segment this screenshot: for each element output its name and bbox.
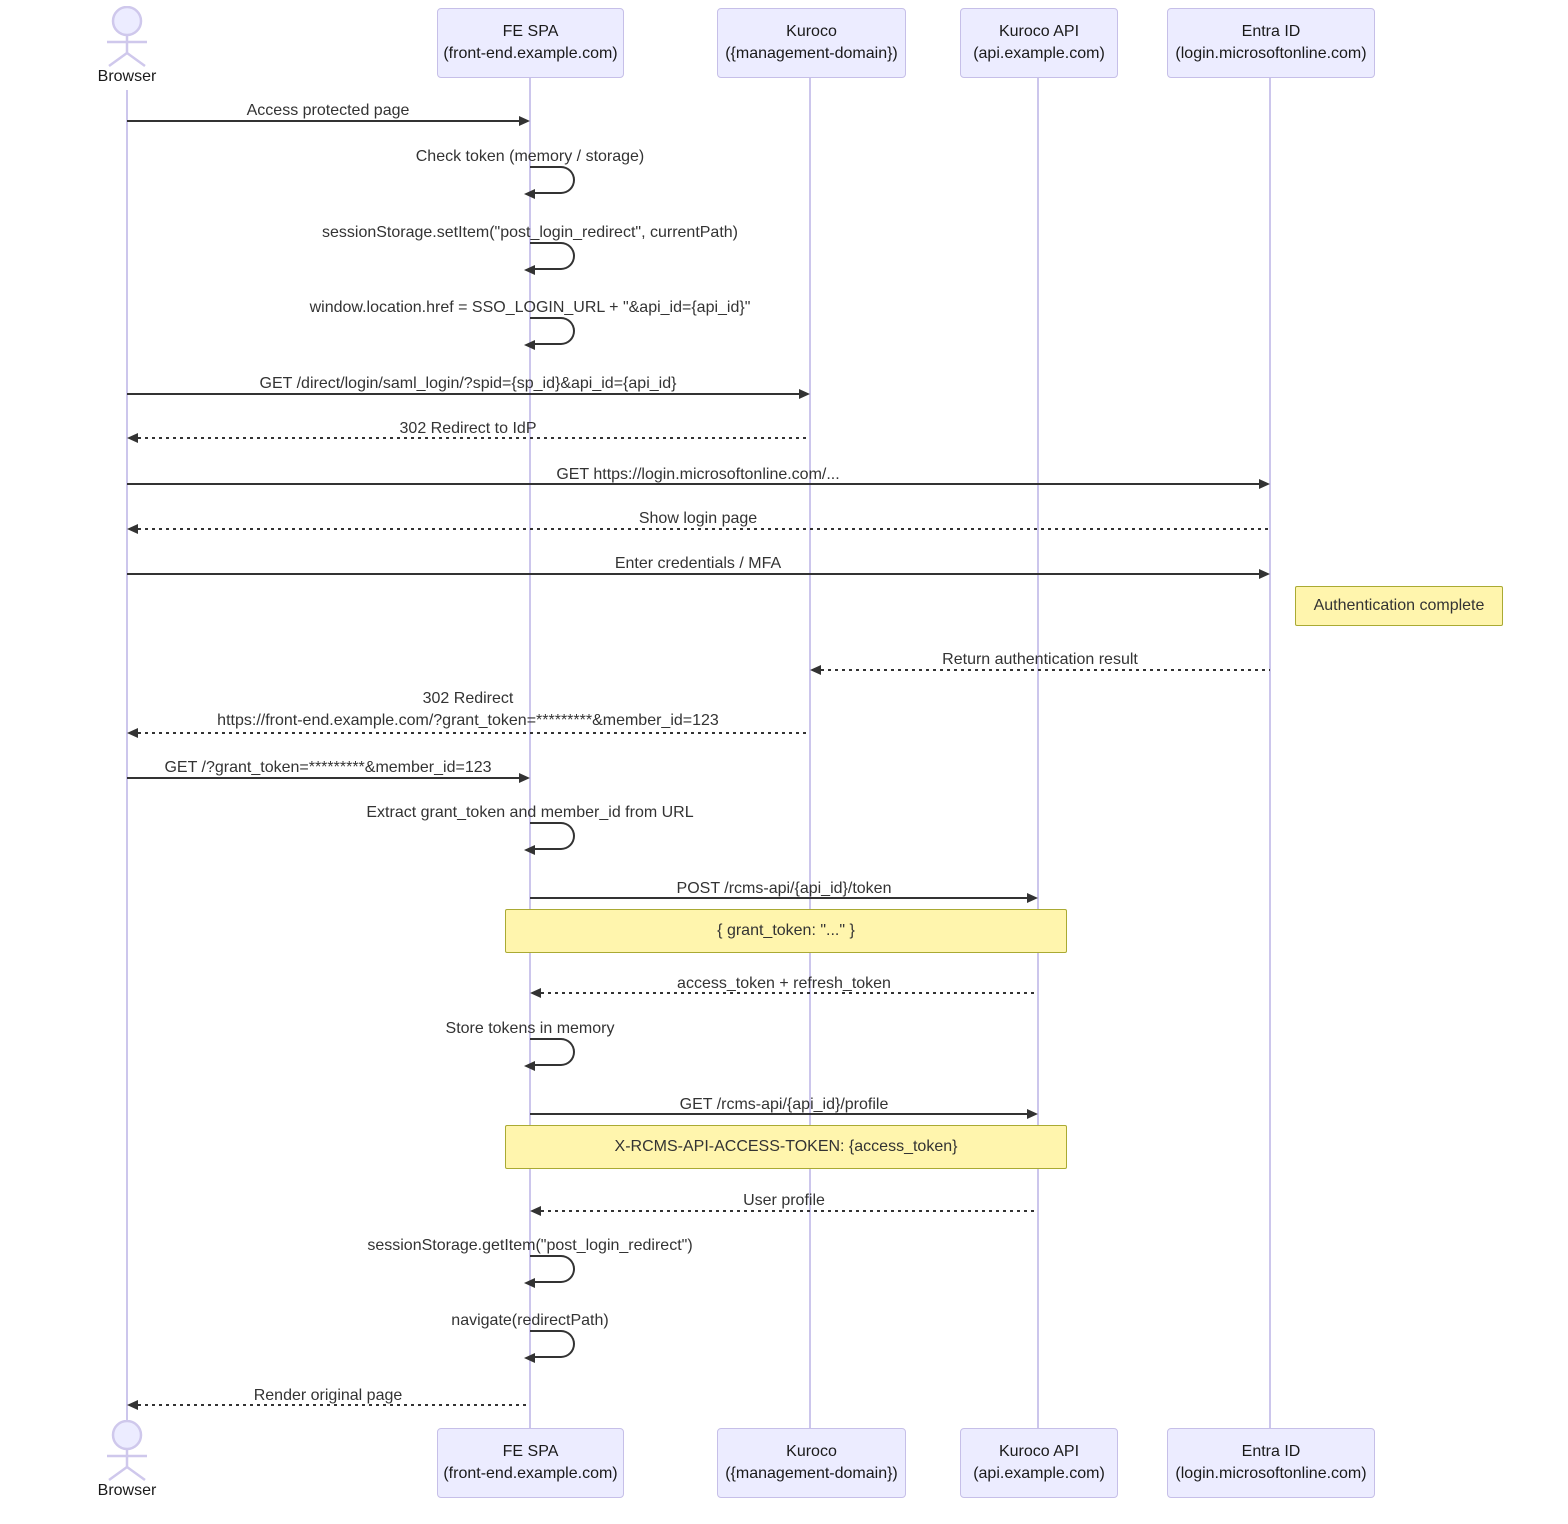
message-15-self-loop bbox=[530, 1038, 575, 1066]
message-4-arrowhead bbox=[799, 389, 810, 399]
message-4-line bbox=[127, 393, 799, 395]
message-7-line bbox=[138, 528, 1270, 530]
message-4-label: GET /direct/login/saml_login/?spid={sp_i… bbox=[259, 375, 677, 392]
message-17-line bbox=[541, 1210, 1038, 1212]
participant-domain: (front-end.example.com) bbox=[443, 1465, 618, 1482]
participant-fe-spa: FE SPA (front-end.example.com) bbox=[437, 8, 624, 78]
message-7-arrowhead bbox=[127, 524, 138, 534]
message-19-self-loop bbox=[530, 1330, 575, 1358]
message-9-line bbox=[821, 669, 1270, 671]
lifeline-fe-spa bbox=[529, 76, 531, 1428]
lifeline-kuroco-api bbox=[1037, 76, 1039, 1428]
message-1-self-loop bbox=[530, 166, 575, 194]
message-2-arrowhead bbox=[524, 265, 535, 275]
participant-name: Kuroco API bbox=[998, 23, 1080, 40]
message-3-label: window.location.href = SSO_LOGIN_URL + "… bbox=[309, 299, 751, 316]
message-6-label: GET https://login.microsoftonline.com/..… bbox=[556, 466, 840, 483]
message-12-arrowhead bbox=[524, 845, 535, 855]
message-5-line bbox=[138, 437, 810, 439]
message-11-label: GET /?grant_token=*********&member_id=12… bbox=[164, 759, 492, 776]
message-16-arrowhead bbox=[1027, 1109, 1038, 1119]
lifeline-kuroco bbox=[809, 76, 811, 1428]
participant-name: Kuroco API bbox=[998, 1443, 1080, 1460]
participant-entra-id: Entra ID (login.microsoftonline.com) bbox=[1167, 1428, 1375, 1498]
message-3-self-loop bbox=[530, 317, 575, 345]
participant-kuroco: Kuroco ({management-domain}) bbox=[717, 8, 906, 78]
participant-domain: (login.microsoftonline.com) bbox=[1175, 45, 1367, 62]
message-0-label: Access protected page bbox=[246, 102, 410, 119]
message-6-arrowhead bbox=[1259, 479, 1270, 489]
participant-entra-id: Entra ID (login.microsoftonline.com) bbox=[1167, 8, 1375, 78]
message-0-arrowhead bbox=[519, 116, 530, 126]
actor-browser-label: Browser bbox=[97, 68, 157, 85]
message-5-label: 302 Redirect to IdP bbox=[399, 420, 537, 437]
message-8-label: Enter credentials / MFA bbox=[614, 555, 782, 572]
message-19-label: navigate(redirectPath) bbox=[451, 1312, 609, 1329]
actor-browser-label: Browser bbox=[97, 1482, 157, 1499]
message-17-label: User profile bbox=[743, 1192, 825, 1209]
message-13-arrowhead bbox=[1027, 893, 1038, 903]
participant-kuroco: Kuroco ({management-domain}) bbox=[717, 1428, 906, 1498]
lifeline-browser bbox=[126, 90, 128, 1422]
participant-name: Kuroco bbox=[786, 1443, 837, 1460]
message-15-arrowhead bbox=[524, 1061, 535, 1071]
message-7-label: Show login page bbox=[638, 510, 758, 527]
message-6-line bbox=[127, 483, 1259, 485]
participant-domain: ({management-domain}) bbox=[725, 45, 898, 62]
message-18-arrowhead bbox=[524, 1278, 535, 1288]
message-18-self-loop bbox=[530, 1255, 575, 1283]
participant-kuroco-api: Kuroco API (api.example.com) bbox=[960, 8, 1118, 78]
participant-name: FE SPA bbox=[502, 23, 559, 40]
participant-name: Kuroco bbox=[786, 23, 837, 40]
participant-name: Entra ID bbox=[1241, 23, 1301, 40]
message-13-label: POST /rcms-api/{api_id}/token bbox=[676, 880, 892, 897]
message-13-line bbox=[530, 897, 1027, 899]
participant-domain: (api.example.com) bbox=[973, 1465, 1105, 1482]
participant-name: Entra ID bbox=[1241, 1443, 1301, 1460]
participant-domain: (front-end.example.com) bbox=[443, 45, 618, 62]
message-20-label: Render original page bbox=[253, 1387, 403, 1404]
message-16-label: GET /rcms-api/{api_id}/profile bbox=[679, 1096, 889, 1113]
message-11-line bbox=[127, 777, 519, 779]
participant-name: FE SPA bbox=[502, 1443, 559, 1460]
message-2-self-loop bbox=[530, 242, 575, 270]
participant-domain: ({management-domain}) bbox=[725, 1465, 898, 1482]
message-1-arrowhead bbox=[524, 189, 535, 199]
message-14-arrowhead bbox=[530, 988, 541, 998]
participant-domain: (login.microsoftonline.com) bbox=[1175, 1465, 1367, 1482]
message-9-label: Return authentication result bbox=[942, 651, 1138, 668]
participant-domain: (api.example.com) bbox=[973, 45, 1105, 62]
actor-browser-icon bbox=[107, 6, 147, 68]
message-0-line bbox=[127, 120, 519, 122]
message-1-label: Check token (memory / storage) bbox=[415, 148, 645, 165]
message-18-label: sessionStorage.getItem("post_login_redir… bbox=[367, 1237, 693, 1254]
message-5-arrowhead bbox=[127, 433, 138, 443]
note-authentication-complete: Authentication complete bbox=[1295, 586, 1503, 626]
message-10-line bbox=[138, 732, 810, 734]
message-9-arrowhead bbox=[810, 665, 821, 675]
note-grant-token: { grant_token: "..." } bbox=[505, 909, 1067, 953]
lifeline-entra-id bbox=[1269, 76, 1271, 1428]
message-20-line bbox=[138, 1404, 530, 1406]
message-10-label: 302 Redirect https://front-end.example.c… bbox=[217, 690, 719, 729]
message-8-arrowhead bbox=[1259, 569, 1270, 579]
actor-browser-icon bbox=[107, 1420, 147, 1482]
participant-fe-spa: FE SPA (front-end.example.com) bbox=[437, 1428, 624, 1498]
note-access-token-header: X-RCMS-API-ACCESS-TOKEN: {access_token} bbox=[505, 1125, 1067, 1169]
message-19-arrowhead bbox=[524, 1353, 535, 1363]
message-3-arrowhead bbox=[524, 340, 535, 350]
message-12-label: Extract grant_token and member_id from U… bbox=[366, 804, 694, 821]
message-20-arrowhead bbox=[127, 1400, 138, 1410]
message-14-label: access_token + refresh_token bbox=[677, 975, 891, 992]
message-14-line bbox=[541, 992, 1038, 994]
message-2-label: sessionStorage.setItem("post_login_redir… bbox=[321, 224, 739, 241]
message-15-label: Store tokens in memory bbox=[445, 1020, 615, 1037]
message-17-arrowhead bbox=[530, 1206, 541, 1216]
message-8-line bbox=[127, 573, 1259, 575]
message-11-arrowhead bbox=[519, 773, 530, 783]
message-12-self-loop bbox=[530, 822, 575, 850]
message-16-line bbox=[530, 1113, 1027, 1115]
message-10-arrowhead bbox=[127, 728, 138, 738]
participant-kuroco-api: Kuroco API (api.example.com) bbox=[960, 1428, 1118, 1498]
